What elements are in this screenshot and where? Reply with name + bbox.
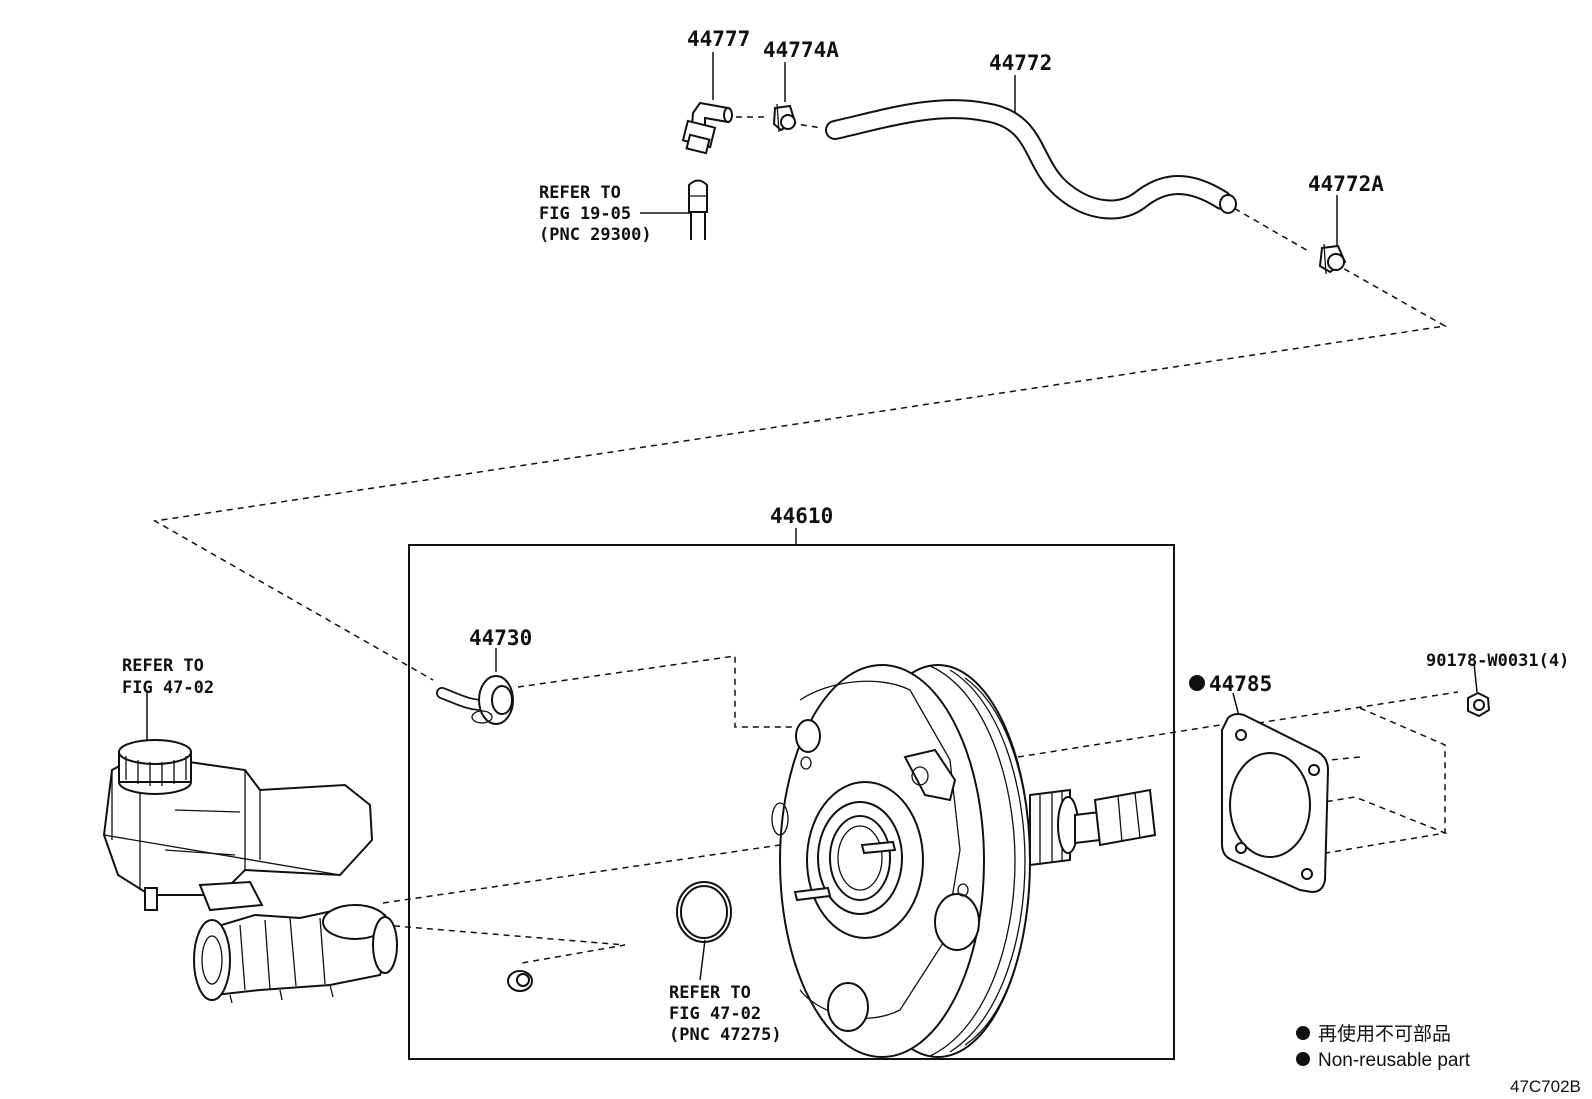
svg-text:(PNC 47275): (PNC 47275)	[669, 1025, 782, 1045]
label-44772a[interactable]: 44772A	[1308, 172, 1384, 196]
part-labels: 44777 44774A 44772 44772A 44610 44730 44…	[469, 27, 1569, 696]
small-cap[interactable]	[507, 970, 533, 992]
label-44772[interactable]: 44772	[989, 51, 1052, 75]
o-ring-47275	[676, 881, 732, 943]
legend-bullet-en	[1296, 1052, 1310, 1066]
ref-note-master-cylinder: REFER TO FIG 47-02	[122, 656, 214, 698]
label-90178-w0031[interactable]: 90178-W0031(4)	[1426, 651, 1569, 671]
svg-text:FIG 19-05: FIG 19-05	[539, 204, 631, 224]
reference-hose-29300	[688, 179, 708, 240]
label-44730[interactable]: 44730	[469, 626, 532, 650]
label-44777[interactable]: 44777	[687, 27, 750, 51]
brake-booster-44610[interactable]	[771, 664, 1157, 1058]
label-44774a[interactable]: 44774A	[763, 38, 839, 62]
check-valve-44777[interactable]	[681, 101, 733, 155]
nut-90178-w0031[interactable]	[1467, 691, 1491, 718]
svg-text:REFER TO: REFER TO	[122, 656, 204, 676]
hose-clip-44774a[interactable]	[772, 103, 797, 133]
svg-text:FIG 47-02: FIG 47-02	[122, 678, 214, 698]
master-cylinder-reservoir	[102, 739, 398, 1004]
assembly-frame-44610	[408, 544, 1175, 1060]
legend-non-reusable-en: Non-reusable part	[1318, 1050, 1471, 1071]
vacuum-port-44730[interactable]	[436, 675, 514, 725]
assembly-dashed-lines	[152, 116, 1459, 964]
leader-lines	[146, 52, 1478, 981]
ref-note-o-ring: REFER TO FIG 47-02 (PNC 47275)	[669, 983, 782, 1045]
ref-note-hose: REFER TO FIG 19-05 (PNC 29300)	[539, 183, 652, 245]
svg-text:REFER TO: REFER TO	[539, 183, 621, 203]
svg-text:REFER TO: REFER TO	[669, 983, 751, 1003]
label-44610[interactable]: 44610	[770, 504, 833, 528]
vacuum-hose-44772[interactable]	[825, 99, 1237, 220]
hose-clip-44772a[interactable]	[1318, 243, 1347, 275]
svg-text:(PNC 29300): (PNC 29300)	[539, 225, 652, 245]
svg-text:FIG 47-02: FIG 47-02	[669, 1004, 761, 1024]
label-44785[interactable]: 44785	[1209, 672, 1272, 696]
figure-id: 47C702B	[1510, 1077, 1581, 1096]
legend-bullet-jp	[1296, 1026, 1310, 1040]
legend-non-reusable-jp: 再使用不可部品	[1318, 1023, 1451, 1045]
non-reusable-bullet	[1189, 675, 1205, 691]
gasket-44785[interactable]	[1221, 713, 1330, 894]
